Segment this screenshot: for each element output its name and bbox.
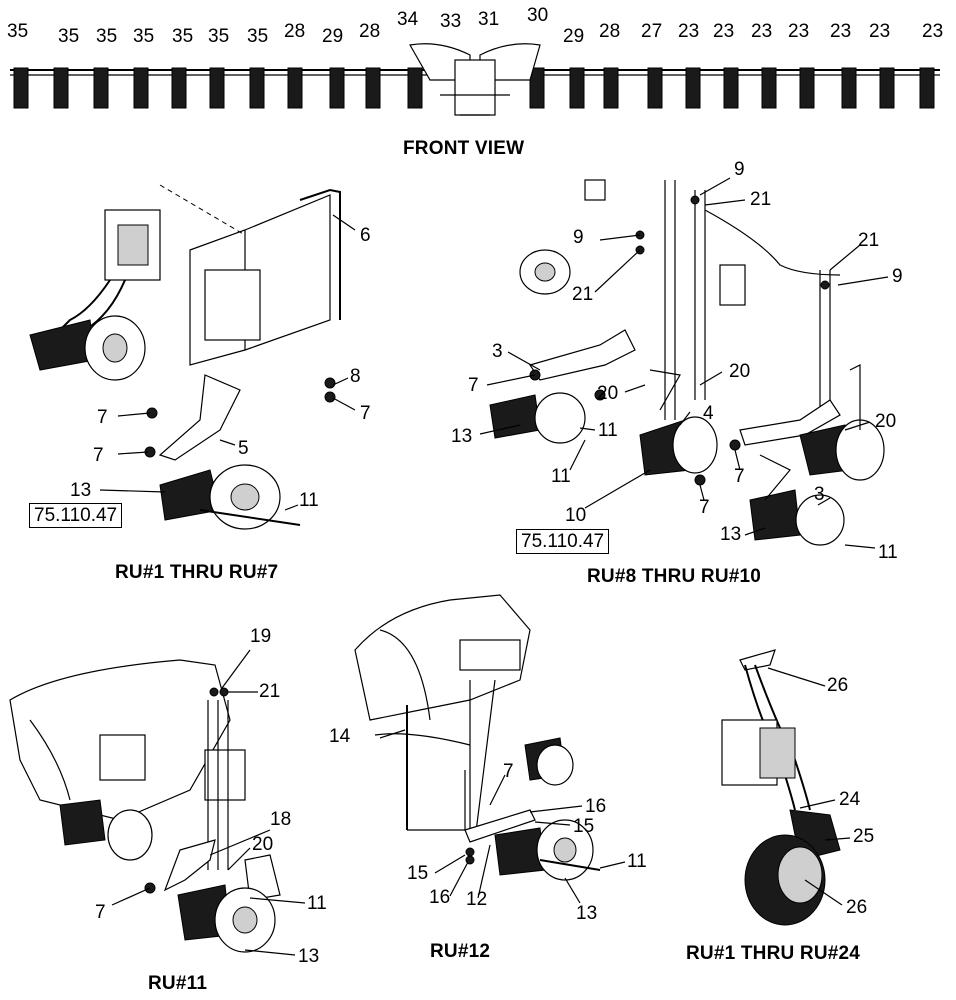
ru8-10-drawing [479,177,889,549]
callout-fv-16: 28 [599,21,621,42]
callout-p2-7c: 7 [699,497,710,518]
callout-p2-20a: 20 [729,361,751,382]
callout-p4-11: 11 [627,851,647,872]
callout-p2-9a: 9 [734,159,745,180]
callout-p5-25: 25 [853,826,875,847]
ru12-title: RU#12 [430,941,491,962]
callout-p1-7c: 7 [93,445,104,466]
callout-p1-7a: 7 [360,403,371,424]
callout-p2-3a: 3 [492,341,503,362]
callout-p3-13: 13 [298,946,320,967]
callout-p4-13: 13 [576,903,598,924]
callout-p3-21: 21 [259,681,281,702]
callout-p2-13a: 13 [451,426,473,447]
callout-p5-26b: 26 [846,897,868,918]
front-view-toolbar-drawing [10,43,940,116]
callout-p3-11: 11 [307,893,327,914]
ru1-24-title: RU#1 THRU RU#24 [686,943,861,964]
callout-p4-15a: 15 [573,816,595,837]
callout-fv-5: 35 [172,26,194,47]
callout-fv-24: 23 [922,21,944,42]
callout-fv-8: 28 [284,21,306,42]
callout-fv-2: 35 [58,26,80,47]
callout-p2-21b: 9 [892,266,903,287]
callout-p5-26a: 26 [827,675,849,696]
callout-p4-12: 12 [466,889,488,910]
callout-p1-7b: 7 [97,407,108,428]
front-view-title: FRONT VIEW [403,138,525,159]
callout-p2-11c: 11 [878,542,898,563]
callout-p2-20b: 20 [597,383,619,404]
callout-fv-15: 29 [563,26,585,47]
callout-p4-16a: 16 [585,796,607,817]
callout-p2-10: 10 [565,505,587,526]
callout-p3-18: 18 [270,809,292,830]
ru12-drawing [354,594,626,904]
ru11-drawing [9,649,306,956]
callout-fv-6: 35 [208,26,230,47]
callout-fv-13: 31 [478,9,500,30]
reference-box-ru8-10: 75.110.47 [516,529,610,554]
callout-p1-8: 8 [350,366,361,387]
callout-p2-11a: 11 [598,420,618,441]
ru1-7-drawing [29,184,356,530]
ru11-title: RU#11 [148,973,208,994]
callout-p1-11: 11 [299,490,319,511]
callout-fv-18: 23 [678,21,700,42]
callout-fv-20: 23 [751,21,773,42]
callout-fv-17: 27 [641,21,663,42]
ru8-10-title: RU#8 THRU RU#10 [587,566,762,587]
callout-p2-11b: 11 [551,466,571,487]
callout-p2-13b: 13 [720,524,742,545]
callout-fv-9: 29 [322,26,344,47]
callout-p2-7a: 7 [468,375,479,396]
callout-fv-23: 23 [869,21,891,42]
callout-p2-9c: 21 [858,230,880,251]
callout-p3-19: 19 [250,626,272,647]
callout-fv-12: 33 [440,11,462,32]
callout-p4-14: 14 [329,726,351,747]
callout-p4-15b: 15 [407,863,429,884]
callout-fv-4: 35 [133,26,155,47]
callout-p1-13: 13 [70,480,92,501]
callout-fv-14: 30 [527,5,549,26]
callout-p2-7b: 7 [734,466,745,487]
callout-p2-9b: 9 [573,227,584,248]
callout-p2-21a: 21 [750,189,772,210]
callout-p2-20c: 20 [875,411,897,432]
callout-p1-5: 5 [238,438,249,459]
callout-p4-7: 7 [503,761,514,782]
ru1-7-title: RU#1 THRU RU#7 [115,562,279,583]
callout-p1-6: 6 [360,225,371,246]
callout-fv-7: 35 [247,26,269,47]
ru1-24-drawing [721,649,851,926]
callout-p3-20: 20 [252,834,274,855]
callout-p2-3b: 3 [814,484,825,505]
callout-p2-21c: 21 [572,284,594,305]
callout-fv-11: 34 [397,9,419,30]
callout-p3-7: 7 [95,902,106,923]
reference-box-ru1-7: 75.110.47 [29,503,123,528]
callout-p4-16b: 16 [429,887,451,908]
callout-fv-22: 23 [830,21,852,42]
callout-fv-1: 35 [7,21,29,42]
callout-p2-4: 4 [703,403,714,424]
callout-fv-21: 23 [788,21,810,42]
callout-fv-3: 35 [96,26,118,47]
callout-fv-19: 23 [713,21,735,42]
callout-fv-10: 28 [359,21,381,42]
callout-p5-24: 24 [839,789,861,810]
